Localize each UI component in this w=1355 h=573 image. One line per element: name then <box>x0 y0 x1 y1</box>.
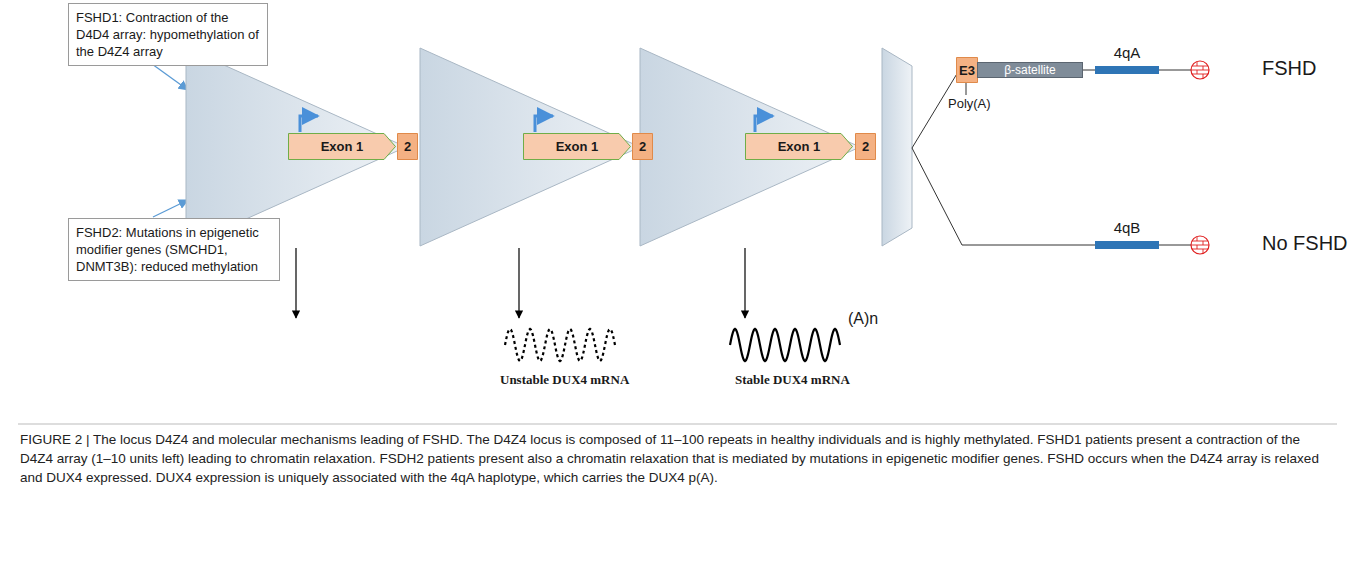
figure-caption: FIGURE 2 | The locus D4Z4 and molecular … <box>20 430 1335 487</box>
condition-note: FSHD2: Mutations in epigenetic modifier … <box>68 218 280 281</box>
haplotype-bar: 4qA <box>1095 44 1159 74</box>
note-text: FSHD2: Mutations in epigenetic modifier … <box>76 224 272 275</box>
outcome-label: FSHD <box>1262 57 1316 80</box>
condition-note: FSHD1: Contraction of the D4D4 array: hy… <box>68 3 268 66</box>
chromosome-line <box>1083 70 1095 71</box>
haplotype-segment <box>1095 66 1159 74</box>
box-label: 2 <box>862 139 869 154</box>
polya-tail: (A)n <box>848 310 878 328</box>
exon-arrow: Exon 1 <box>523 133 631 160</box>
exon-box: 2 <box>397 133 418 160</box>
exon-box: 2 <box>632 133 653 160</box>
note-text: FSHD1: Contraction of the D4D4 array: hy… <box>76 9 260 60</box>
box-label: Exon 1 <box>556 139 599 154</box>
box-label: Exon 1 <box>321 139 364 154</box>
mrna-label: Unstable DUX4 mRNA <box>500 372 629 388</box>
box-label: 4qA <box>1095 44 1159 62</box>
haplotype-segment <box>1095 241 1159 249</box>
box-label: β-satellite <box>1004 63 1056 77</box>
haplotype-bar: 4qB <box>1095 219 1159 249</box>
satellite-box: β-satellite <box>977 62 1083 78</box>
mrna-label: Stable DUX4 mRNA <box>735 372 850 388</box>
outcome-label: No FSHD <box>1262 232 1348 255</box>
box-label: 4qB <box>1095 219 1159 237</box>
box-label: 2 <box>639 139 646 154</box>
exon-box: 2 <box>855 133 876 160</box>
annotation: Poly(A) <box>948 96 991 111</box>
box-label: 2 <box>404 139 411 154</box>
exon-arrow: Exon 1 <box>745 133 853 160</box>
box-label: Exon 1 <box>778 139 821 154</box>
box-label: E3 <box>959 63 975 78</box>
exon-arrow: Exon 1 <box>288 133 396 160</box>
exon-box: E3 <box>956 57 978 83</box>
